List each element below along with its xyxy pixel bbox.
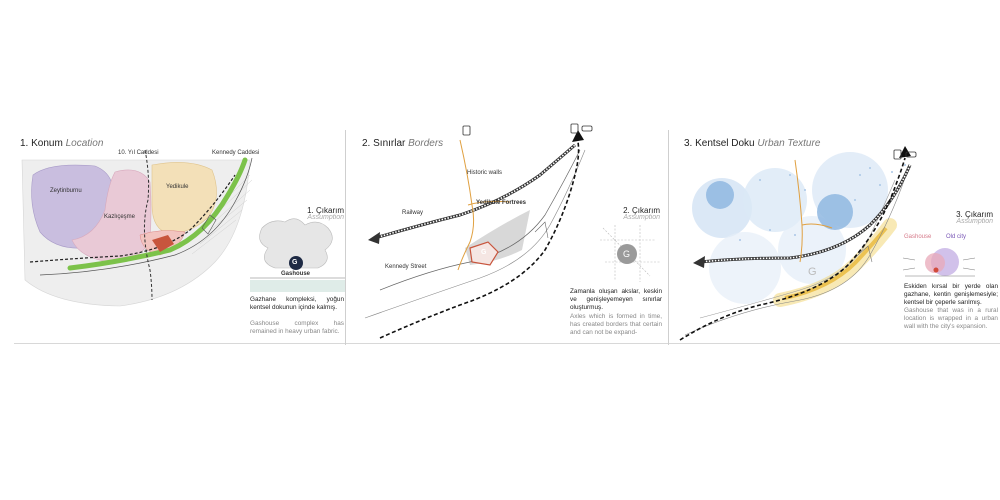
panel2-title: 2. Sınırlar Borders <box>362 138 443 149</box>
oldcity-legend-label: Old city <box>946 234 967 240</box>
car3-icon <box>905 151 917 158</box>
gashouse-dot <box>933 267 939 273</box>
gashouse-icon-letter: G <box>292 259 298 266</box>
train3-icon <box>893 149 902 160</box>
texture-dots <box>739 164 906 241</box>
gashouse-icon-label: Gashouse <box>281 271 311 277</box>
coast-line <box>364 149 586 319</box>
ground-band <box>250 280 345 292</box>
kennedy-dashed-line <box>379 141 580 339</box>
railway-arrow-left <box>368 232 380 244</box>
assumption1-heading: 1. Çıkarım <box>307 206 344 215</box>
fortrees-line <box>467 200 511 206</box>
texture-circle-5 <box>778 216 846 284</box>
gashouse-marker <box>152 235 174 252</box>
panel2-title-en: Borders <box>408 138 444 149</box>
yil-caddesi-label: 10. Yıl Caddesi <box>118 150 159 156</box>
gashouse-hexagon <box>469 241 499 266</box>
kennedy-road-line <box>39 157 253 276</box>
gashouse-hexagon-letter: G <box>481 249 487 256</box>
expansion-arrows <box>902 257 976 277</box>
train-icon-2 <box>570 123 579 134</box>
assumption2-heading-en: Assumption <box>623 214 660 221</box>
railway-band-stripes <box>374 144 576 239</box>
panel2-title-number: 2. Sınırlar <box>362 138 406 149</box>
assumption2-heading: 2. Çıkarım <box>623 206 660 215</box>
assumption2-text-tr: Zamanla oluşan akslar, keskin ve genişle… <box>570 288 662 311</box>
panel1-title: 1. Konum Location <box>20 138 103 149</box>
pier-shape <box>201 214 217 235</box>
g-circle-icon <box>617 244 637 264</box>
gashouse-legend-label: Gashouse <box>904 234 932 240</box>
panel3-title-number: 3. Kentsel Doku <box>684 138 755 149</box>
kennedy-street-line <box>379 149 581 291</box>
texture-circle-2 <box>743 168 807 232</box>
urban-fabric-blob <box>259 218 333 269</box>
panel1-title-en: Location <box>65 138 104 149</box>
gashouse-circle-icon <box>289 256 303 270</box>
bottom-baseline <box>14 343 1000 344</box>
assumption3-text-en: Gashouse that was in a rural location is… <box>904 307 998 330</box>
assumption2-text-en: Axles which is formed in time, has creat… <box>570 313 662 336</box>
pier-bracket <box>534 221 549 239</box>
panel3-title-en: Urban Texture <box>757 138 821 149</box>
assumption1-text-tr: Gazhane kompleksi, yoğun kentsel dokunun… <box>250 296 344 311</box>
railway3-arrow-left <box>693 256 705 268</box>
assumption3-text-tr: Eskiden kırsal bir yerde olan gazhane, k… <box>904 283 998 306</box>
assumption3-heading: 3. Çıkarım <box>956 210 993 219</box>
train-icon <box>462 125 471 136</box>
assumption1-heading-en: Assumption <box>307 214 344 221</box>
green-coast-strip <box>67 157 248 271</box>
panel3-title: 3. Kentsel Doku Urban Texture <box>684 138 820 149</box>
railway-label: Railway <box>402 210 424 216</box>
dense-circle-2 <box>817 194 853 230</box>
historic-walls-line <box>457 139 475 271</box>
axis-lines <box>600 225 660 282</box>
coast-line-3 <box>684 177 906 336</box>
dense-circle-1 <box>706 181 734 209</box>
pier3-bracket <box>857 245 873 263</box>
assumption3-heading-en: Assumption <box>956 218 993 225</box>
zeytinburnu-label: Zeytinburnu <box>50 188 82 194</box>
panel-divider-1 <box>345 130 346 345</box>
kennedy-street-label: Kennedy Street <box>385 264 427 270</box>
kennedy-arrow-up <box>572 130 584 142</box>
kazlicesme-label: Kazlıçeşme <box>104 214 136 220</box>
historic-walls-label: Historic walls <box>467 170 503 176</box>
assumption1-text-en: Gashouse complex has remained in heavy u… <box>250 320 344 335</box>
fortrees3-line <box>801 223 833 229</box>
railway3-band-stripes <box>699 164 911 263</box>
yedikule-label: Yedikule <box>166 184 189 190</box>
yellow-core-band <box>784 226 888 300</box>
kennedy-caddesi-label: Kennedy Caddesi <box>212 150 260 156</box>
yil-caddesi-line <box>143 149 153 301</box>
panel1-title-number: 1. Konum <box>20 138 63 149</box>
texture-circle-4 <box>709 232 781 304</box>
railway-line <box>29 174 236 263</box>
g-circle-letter: G <box>623 249 631 259</box>
gashouse-circle <box>925 253 945 273</box>
g-map-letter: G <box>808 266 817 278</box>
car-icon <box>581 125 593 132</box>
kennedy3-arrow-up <box>899 146 911 158</box>
panel-divider-2 <box>668 130 669 345</box>
yedikule-fortrees-label: Yedikule Fortrees <box>476 200 527 206</box>
